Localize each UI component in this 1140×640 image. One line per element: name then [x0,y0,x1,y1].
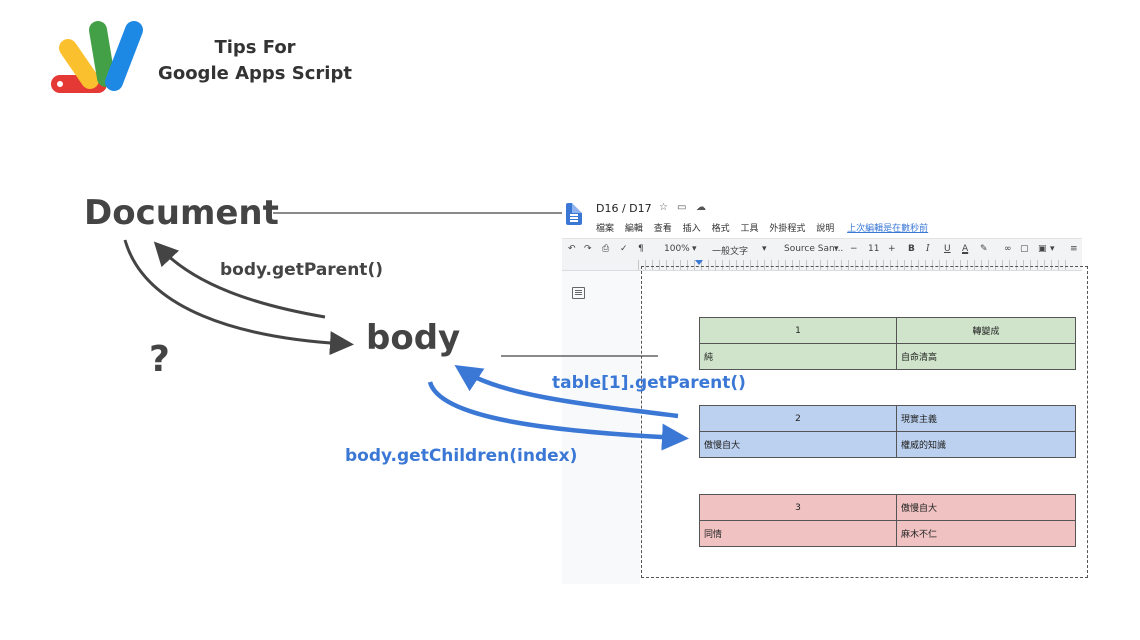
table-cell[interactable]: 傲慢自大 [699,431,897,458]
font-select[interactable]: Source San... [784,244,844,254]
table-get-parent-label: table[1].getParent() [552,373,746,393]
undo-icon[interactable]: ↶ [568,244,576,254]
link-icon[interactable]: ∞ [1004,244,1012,254]
ruler-ticks [638,260,1068,270]
font-size-increase-icon[interactable]: + [888,244,896,254]
italic-icon[interactable]: I [926,244,930,254]
cloud-icon[interactable]: ☁ [696,202,706,213]
get-parent-arrow [153,241,326,319]
table-cell[interactable]: 權威的知識 [896,431,1076,458]
table-cell[interactable]: 自命清高 [896,343,1076,370]
docs-title-bar: D16 / D17 ☆ ▭ ☁ 檔案 編輯 查看 插入 格式 工具 外掛程式 說… [562,196,1082,236]
zoom-dropdown-icon[interactable]: ▾ [692,244,697,254]
star-icon[interactable]: ☆ [659,202,668,213]
table-2: 2 現實主義 傲慢自大 權威的知識 [699,405,1076,458]
font-dropdown-icon[interactable]: ▾ [834,244,839,254]
body-get-children-label: body.getChildren(index) [345,446,578,466]
paint-format-icon[interactable]: ¶ [638,244,644,254]
table-cell[interactable]: 3 [699,494,897,521]
table-cell[interactable]: 麻木不仁 [896,520,1076,547]
table-1: 1 轉變成 純 自命清高 [699,317,1076,370]
style-dropdown-icon[interactable]: ▾ [762,244,767,254]
table-row: 3 傲慢自大 [699,494,1076,521]
ruler-indent-marker-icon[interactable] [695,260,703,265]
table-cell[interactable]: 轉變成 [896,317,1076,344]
document-outline-icon[interactable] [572,287,585,299]
table-row: 1 轉變成 [699,317,1076,344]
menu-item-view[interactable]: 查看 [653,224,672,234]
image-dropdown-icon[interactable]: ▾ [1050,244,1055,254]
font-size-input[interactable]: 11 [868,244,880,254]
menu-item-tools[interactable]: 工具 [740,224,759,234]
brand-title-line-2: Google Apps Script [158,63,352,84]
menu-item-edit[interactable]: 編輯 [624,224,643,234]
print-icon[interactable]: ⎙ [602,244,610,254]
apps-script-logo-icon [51,21,143,93]
highlight-icon[interactable]: ✎ [980,244,988,254]
zoom-select[interactable]: 100% [664,244,690,254]
redo-icon[interactable]: ↷ [584,244,592,254]
question-mark-label: ? [149,339,170,380]
menu-item-insert[interactable]: 插入 [682,224,701,234]
body-get-parent-label: body.getParent() [220,260,383,280]
bold-icon[interactable]: B [908,244,915,254]
align-icon[interactable]: ≡ [1070,244,1078,254]
menu-item-addons[interactable]: 外掛程式 [769,224,806,234]
body-label: body [366,318,461,358]
last-edit-link[interactable]: 上次編輯是在數秒前 [847,224,929,234]
table-row: 同情 麻木不仁 [699,520,1076,547]
docs-menu-bar: 檔案 編輯 查看 插入 格式 工具 外掛程式 說明 上次編輯是在數秒前 [596,221,936,234]
docs-ruler [562,260,1082,271]
folder-icon[interactable]: ▭ [677,202,687,213]
doc-title[interactable]: D16 / D17 [596,202,652,215]
menu-item-file[interactable]: 檔案 [596,224,615,234]
style-select[interactable]: 一般文字 [712,247,749,257]
body-highlight-frame [641,266,1088,578]
table-row: 傲慢自大 權威的知識 [699,431,1076,458]
docs-toolbar: ↶ ↷ ⎙ ✓ ¶ 100% ▾ 一般文字 ▾ Source San... ▾ … [562,238,1082,261]
spellcheck-icon[interactable]: ✓ [620,244,628,254]
text-color-icon[interactable]: A [962,244,969,254]
docs-file-icon [566,203,582,225]
table-cell[interactable]: 傲慢自大 [896,494,1076,521]
table-cell[interactable]: 同情 [699,520,897,547]
menu-item-help[interactable]: 說明 [816,224,835,234]
brand-title-line-1: Tips For [214,37,296,58]
table-cell[interactable]: 現實主義 [896,405,1076,432]
document-label: Document [84,193,279,233]
table-cell[interactable]: 1 [699,317,897,344]
image-icon[interactable]: ▣ [1038,244,1047,254]
font-size-decrease-icon[interactable]: − [850,244,858,254]
document-to-body-arrow [123,239,354,356]
comment-icon[interactable]: ▢ [1020,244,1029,254]
table-cell[interactable]: 純 [699,343,897,370]
underline-icon[interactable]: U [944,244,951,254]
table-row: 純 自命清高 [699,343,1076,370]
table-3: 3 傲慢自大 同情 麻木不仁 [699,494,1076,547]
menu-item-format[interactable]: 格式 [711,224,730,234]
